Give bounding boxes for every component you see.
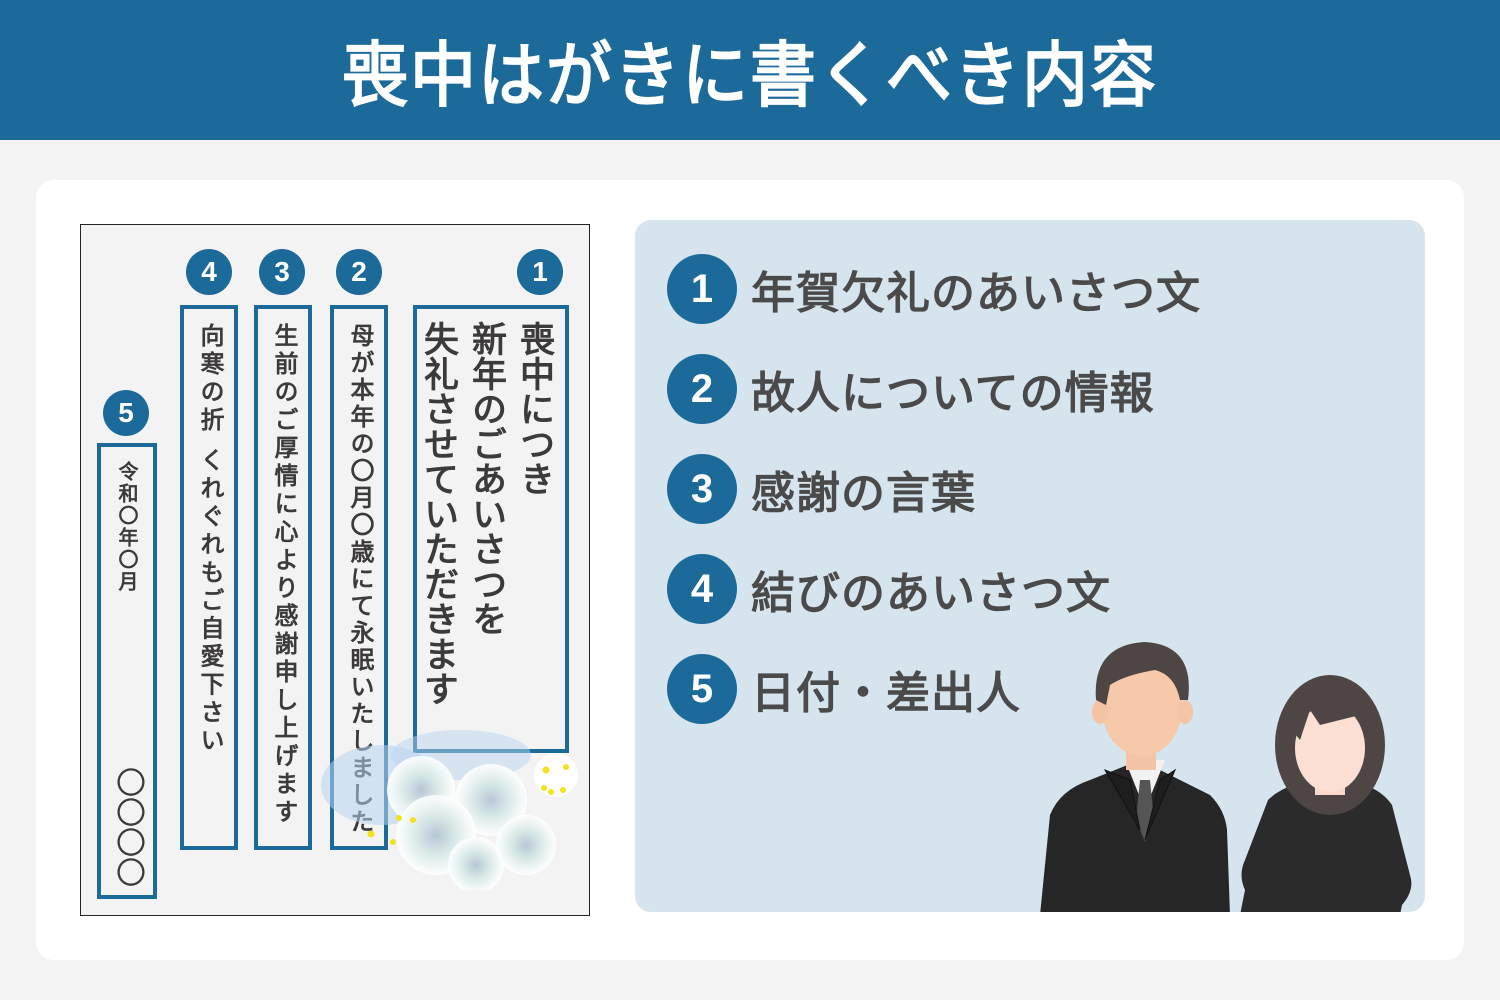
legend-badge-2: 2 — [667, 354, 737, 424]
section-badge-2: 2 — [336, 249, 382, 295]
legend-badge-3: 3 — [667, 454, 737, 524]
section-text-3: 生前のご厚情に心より感謝申し上げます — [270, 323, 299, 827]
section-badge-3: 3 — [259, 249, 305, 295]
legend-item-3: 3 感謝の言葉 — [667, 454, 976, 524]
legend-item-5: 5 日付・差出人 — [667, 654, 1021, 724]
legend-panel: 1 年賀欠礼のあいさつ文 2 故人についての情報 3 感謝の言葉 4 結びのあい… — [635, 220, 1425, 912]
section-text-4: 向寒の折 くれぐれもご自愛下さい — [196, 323, 225, 756]
page-title: 喪中はがきに書くべき内容 — [342, 34, 1158, 118]
section-box-4: 向寒の折 くれぐれもご自愛下さい — [180, 305, 238, 850]
legend-item-1: 1 年賀欠礼のあいさつ文 — [667, 254, 1201, 324]
mourners-illustration — [1040, 642, 1412, 912]
section-box-1: 喪中につき 新年のごあいさつを 失礼させていただきます — [413, 305, 569, 753]
section-text-1c: 失礼させていただきます — [418, 321, 459, 706]
legend-label-2: 故人についての情報 — [751, 368, 1155, 419]
legend-badge-5: 5 — [667, 654, 737, 724]
section-text-1b: 新年のごあいさつを — [466, 321, 507, 636]
legend-badge-4: 4 — [667, 554, 737, 624]
section-badge-4: 4 — [186, 249, 232, 295]
legend-label-4: 結びのあいさつ文 — [751, 568, 1111, 619]
woman-icon — [1240, 675, 1412, 912]
legend-label-3: 感謝の言葉 — [751, 468, 976, 519]
legend-label-5: 日付・差出人 — [751, 668, 1021, 719]
section-badge-1: 1 — [517, 249, 563, 295]
legend-item-4: 4 結びのあいさつ文 — [667, 554, 1111, 624]
man-icon — [1040, 642, 1230, 912]
mourning-postcard: 1 喪中につき 新年のごあいさつを 失礼させていただきます 2 母が本年の〇月〇… — [80, 224, 590, 916]
flower-decoration — [321, 730, 578, 890]
section-box-5: 令和〇年〇月 〇〇〇〇 — [97, 443, 157, 899]
title-banner: 喪中はがきに書くべき内容 — [0, 0, 1500, 140]
legend-label-1: 年賀欠礼のあいさつ文 — [751, 268, 1201, 319]
section-text-1a: 喪中につき — [514, 321, 555, 496]
section-badge-5: 5 — [103, 390, 149, 436]
section-text-5-date: 令和〇年〇月 — [115, 461, 139, 593]
legend-badge-1: 1 — [667, 254, 737, 324]
section-box-3: 生前のご厚情に心より感謝申し上げます — [254, 305, 312, 850]
section-text-5-sender: 〇〇〇〇 — [110, 767, 145, 887]
legend-item-2: 2 故人についての情報 — [667, 354, 1155, 424]
